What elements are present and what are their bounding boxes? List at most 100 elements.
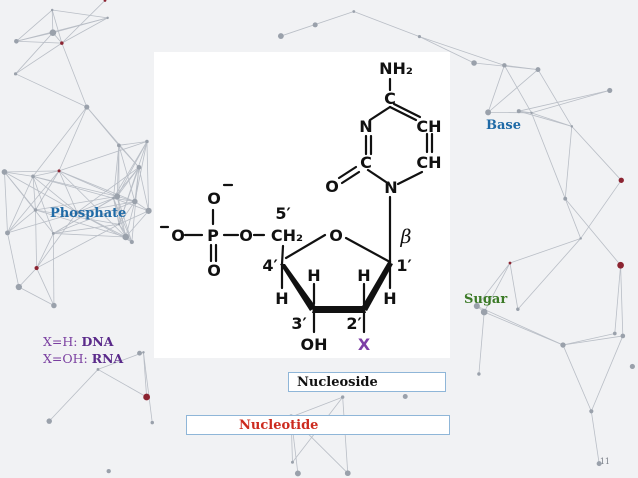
network-line [97,369,147,398]
atom-c2: C [360,153,372,172]
network-node [508,261,512,265]
network-line [61,17,108,44]
network-line [531,112,566,199]
network-line [487,65,505,113]
network-line [16,9,53,42]
network-node [145,139,149,144]
network-node [607,87,613,93]
network-line [58,141,148,172]
note-dna-prefix: X=H: [43,334,82,349]
network-line [35,209,37,269]
network-line [32,106,88,177]
network-node [344,470,351,477]
bond-c2-o-2 [340,170,361,185]
network-node [51,302,57,309]
network-line [18,267,37,288]
network-line [4,171,78,213]
network-node [106,468,111,474]
network-line [509,262,519,310]
network-node [136,164,142,170]
atom-o-minus-top: O [207,189,221,208]
network-line [35,170,60,211]
bond-c4-n3 [368,105,392,122]
network-node [417,35,422,39]
network-line [4,170,60,173]
network-line [143,352,148,398]
network-line [52,17,108,34]
network-line [51,10,54,33]
molecule-panel [154,52,450,358]
network-line [86,106,120,146]
network-node [96,368,100,371]
label-base: Base [486,118,522,133]
network-line [518,90,610,112]
network-node [612,331,617,336]
network-line [51,9,63,44]
network-line [562,333,615,346]
network-line [504,64,539,70]
network-line [32,176,114,199]
network-line [53,201,135,234]
atom-o-bottom: O [207,261,221,280]
network-node [620,333,626,339]
network-node [560,342,566,348]
network-line [564,126,573,199]
atom-n3: N [359,117,372,136]
network-line [118,145,140,168]
network-node [50,8,54,12]
network-line [16,32,53,42]
network-line [53,223,120,234]
network-node [563,196,568,201]
network-line [531,90,610,114]
atom-h-lower-left: H [275,289,288,308]
bond-c4-o-ring [284,233,327,260]
network-line [35,209,120,225]
network-line [113,167,140,199]
network-node [352,10,356,13]
network-line [52,233,55,306]
network-line [32,170,60,177]
network-line [290,396,343,418]
network-line [118,141,148,225]
nucleoside-label: Nucleoside [297,375,378,390]
label-2-prime: 2′ [346,314,361,333]
network-line [134,167,140,202]
network-line [125,210,149,238]
label-beta: β [400,226,412,248]
network-node [312,22,318,28]
network-line [61,42,88,108]
bond-c4-ch5 [388,105,418,122]
network-node [122,233,130,241]
network-node [589,409,594,414]
atom-o-bridge: O [239,226,253,245]
network-node [535,67,541,73]
network-line [18,286,55,306]
network-line [36,233,54,269]
network-line [52,9,108,19]
bond-o-ring-c1 [344,236,392,264]
network-line [48,369,99,422]
network-node [75,210,80,215]
network-line [7,176,34,234]
nucleotide-box: Nucleotide [186,415,450,435]
network-node [516,109,521,114]
network-line [113,198,127,238]
network-line [36,267,55,306]
network-line [487,69,539,113]
network-node [84,104,90,110]
network-node [485,109,492,116]
network-node [13,72,18,76]
network-node [290,460,294,464]
network-node [14,38,19,44]
network-line [118,210,149,225]
network-node [117,143,121,148]
bond-c3-c2-bold [312,306,366,313]
network-node [114,193,121,200]
nucleotide-structure-diagram: NH₂ C N CH CH C O N O O P O CH₂ O 5′ O 4… [159,59,442,354]
network-line [4,171,8,233]
network-line [7,232,20,288]
atom-ch5: CH [416,117,441,136]
atom-ch6: CH [416,153,441,172]
atom-h-lower-right: H [383,289,396,308]
